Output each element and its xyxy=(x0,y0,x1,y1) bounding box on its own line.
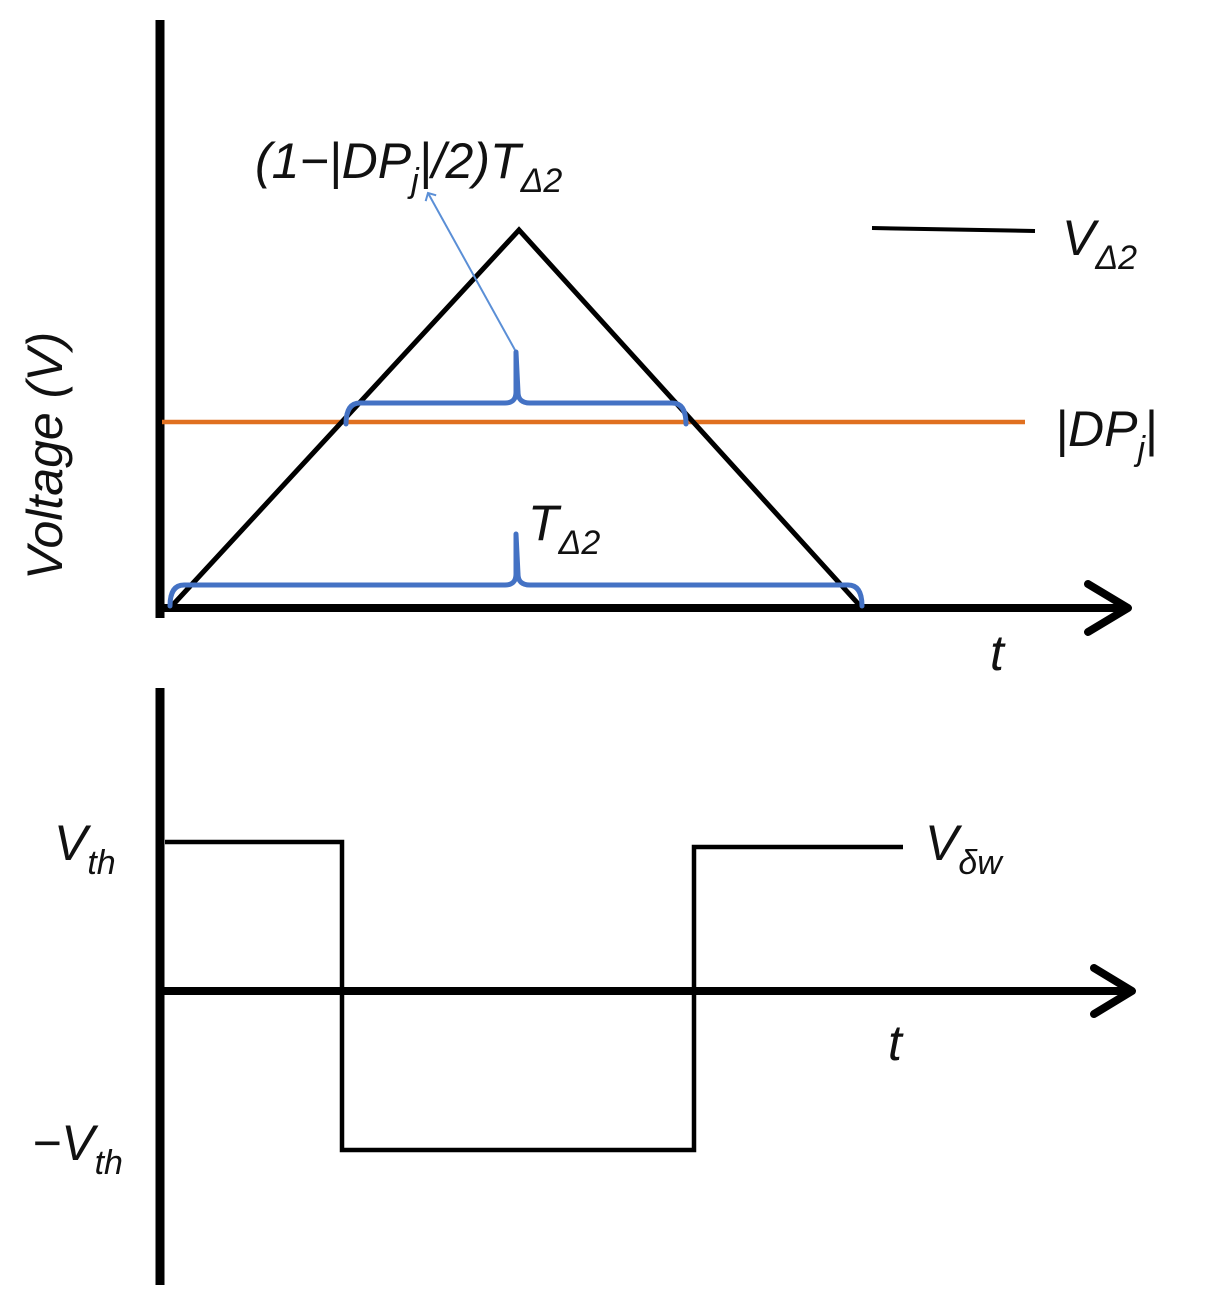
top-panel: Voltage (V) t (1−|DPj|/2)TΔ2 TΔ2 VΔ2 |DP… xyxy=(17,20,1158,681)
bracket-pointer-arrow xyxy=(424,191,516,351)
square-waveform xyxy=(165,839,903,1153)
lower-bracket xyxy=(167,531,865,609)
triangle-waveform xyxy=(168,226,864,610)
legend-triangle-line xyxy=(871,226,1036,233)
bottom-x-axis-arrowhead xyxy=(1090,964,1136,1018)
legend-threshold-label: |DPj| xyxy=(1055,401,1158,468)
upper-bracket xyxy=(343,349,689,427)
y-tick-low-label: −Vth xyxy=(32,1115,123,1182)
bottom-panel: t Vth −Vth Vδw xyxy=(32,688,1136,1285)
top-x-axis-arrowhead xyxy=(1084,580,1132,636)
y-axis-label: Voltage (V) xyxy=(17,332,73,580)
upper-bracket-label: (1−|DPj|/2)TΔ2 xyxy=(255,133,562,200)
top-x-axis-label: t xyxy=(990,625,1006,681)
bottom-x-axis-label: t xyxy=(888,1015,904,1071)
square-wave-label: Vδw xyxy=(925,815,1004,882)
lower-bracket-label: TΔ2 xyxy=(528,495,600,562)
legend-triangle-label: VΔ2 xyxy=(1062,210,1137,277)
y-tick-high-label: Vth xyxy=(54,815,116,882)
